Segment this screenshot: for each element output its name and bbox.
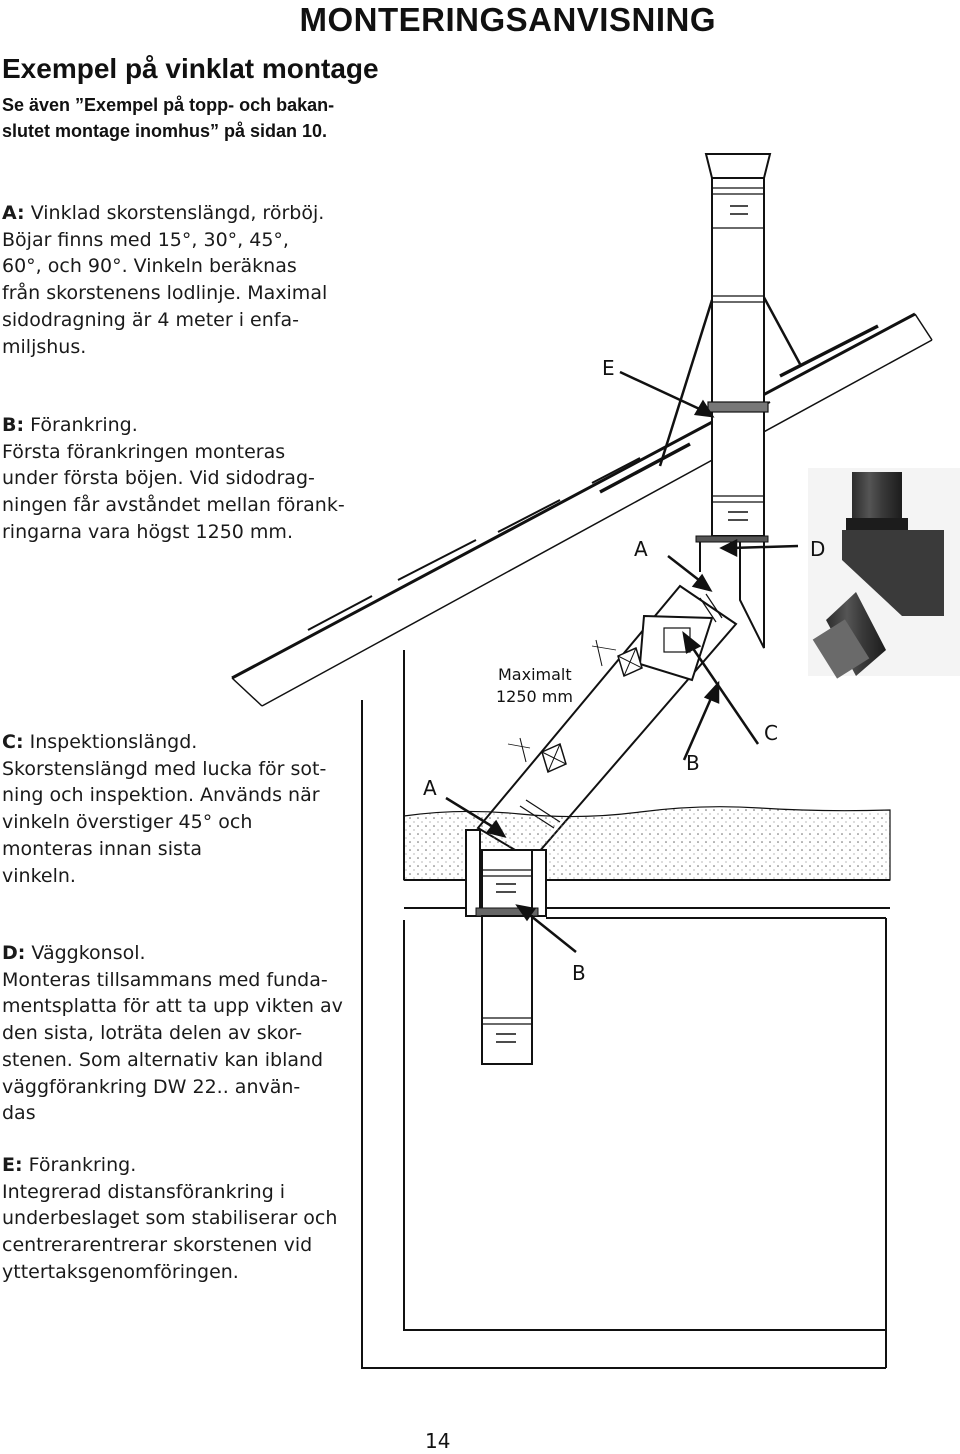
legend-key-d: D:: [2, 942, 26, 964]
legend-text-b-4: ringarna vara högst 1250 mm.: [2, 520, 293, 543]
legend-text-e-4: yttertaksgenomföringen.: [2, 1260, 239, 1283]
legend-text-b-0: Förankring.: [30, 414, 138, 436]
legend-text-d-2: mentsplatta för att ta upp vikten av: [2, 995, 343, 1018]
legend-text-c-0: Inspektionslängd.: [29, 731, 198, 753]
page-number: 14: [425, 1429, 451, 1453]
house-walls: [361, 650, 887, 1369]
legend-text-e-1: Integrerad distansförankring i: [2, 1180, 286, 1203]
label-b-upper: B: [686, 751, 700, 775]
legend-item-a: A: Vinklad skorstenslängd, rörböj. Böjar…: [2, 200, 327, 360]
label-a-lower: A: [423, 776, 437, 800]
legend-item-d: D: Väggkonsol. Monteras tillsammans med …: [2, 940, 343, 1127]
legend-item-e: E: Förankring. Integrerad distansförankr…: [2, 1152, 337, 1286]
legend-text-b-3: ningen får avståndet mellan förank-: [2, 494, 345, 517]
legend-text-c-3: vinkeln överstiger 45° och: [2, 811, 253, 834]
legend-text-d-6: das: [2, 1102, 36, 1125]
callout-arrows: [445, 370, 799, 953]
roof-flashing: [599, 289, 879, 494]
see-also-note: Se även ”Exempel på topp- och bakan-slut…: [2, 95, 335, 141]
legend-text-d-0: Väggkonsol.: [31, 942, 146, 964]
upper-chimney: [695, 153, 772, 543]
label-b-lower: B: [572, 961, 586, 985]
legend-text-d-5: väggförankring DW 22.. använ-: [2, 1075, 301, 1098]
legend-text-a-5: miljshus.: [2, 335, 87, 358]
legend-key-c: C:: [2, 731, 24, 753]
example-title: Exempel på vinklat montage: [2, 53, 379, 84]
legend-text-c-5: vinkeln.: [2, 864, 76, 887]
page-header-title: MONTERINGSANVISNING: [299, 1, 716, 38]
max-distance-line2: 1250 mm: [496, 687, 573, 706]
legend-text-d-3: den sista, loträta delen av skor-: [2, 1022, 303, 1045]
legend-text-a-4: sidodragning är 4 meter i enfa-: [2, 308, 299, 331]
legend-key-a: A:: [2, 202, 25, 224]
legend-text-c-4: monteras innan sista: [2, 837, 202, 860]
legend-item-b: B: Förankring. Första förankringen monte…: [2, 412, 345, 546]
legend-text-d-1: Monteras tillsammans med funda-: [2, 968, 328, 991]
max-distance-line1: Maximalt: [498, 665, 572, 684]
diagram-labels: E A D Maximalt 1250 mm C B A B: [423, 356, 825, 985]
label-d: D: [810, 537, 825, 561]
legend-text-a-1: Böjar finns med 15°, 30°, 45°,: [2, 228, 289, 251]
ceiling-insulation: [403, 806, 891, 917]
legend-text-b-2: under första böjen. Vid sidodrag-: [2, 467, 315, 490]
label-e: E: [602, 356, 615, 380]
legend-text-c-2: ning och inspektion. Används när: [2, 784, 320, 807]
lower-chimney: [475, 849, 539, 1065]
legend-text-b-1: Första förankringen monteras: [2, 440, 286, 463]
legend-text-c-1: Skorstenslängd med lucka för sot-: [2, 757, 327, 780]
wall-console-photo: [808, 468, 960, 679]
legend-text-e-3: centrerarentrerar skorstenen vid: [2, 1234, 313, 1257]
legend-key-e: E:: [2, 1154, 23, 1176]
legend-text-a-3: från skorstenens lodlinje. Maximal: [2, 282, 328, 305]
legend-text-a-2: 60°, och 90°. Vinkeln beräknas: [2, 255, 297, 278]
legend-key-b: B:: [2, 414, 25, 436]
legend-item-c: C: Inspektionslängd. Skorstenslängd med …: [2, 729, 326, 889]
legend-text-e-0: Förankring.: [28, 1154, 137, 1176]
legend-text-e-2: underbeslaget som stabiliserar och: [2, 1207, 338, 1230]
console-bracket: [699, 542, 765, 649]
label-c: C: [764, 721, 778, 745]
label-a-upper: A: [634, 537, 648, 561]
legend-text-a-0: Vinklad skorstenslängd, rörböj.: [30, 202, 325, 224]
legend-text-d-4: stenen. Som alternativ kan ibland: [2, 1048, 324, 1071]
